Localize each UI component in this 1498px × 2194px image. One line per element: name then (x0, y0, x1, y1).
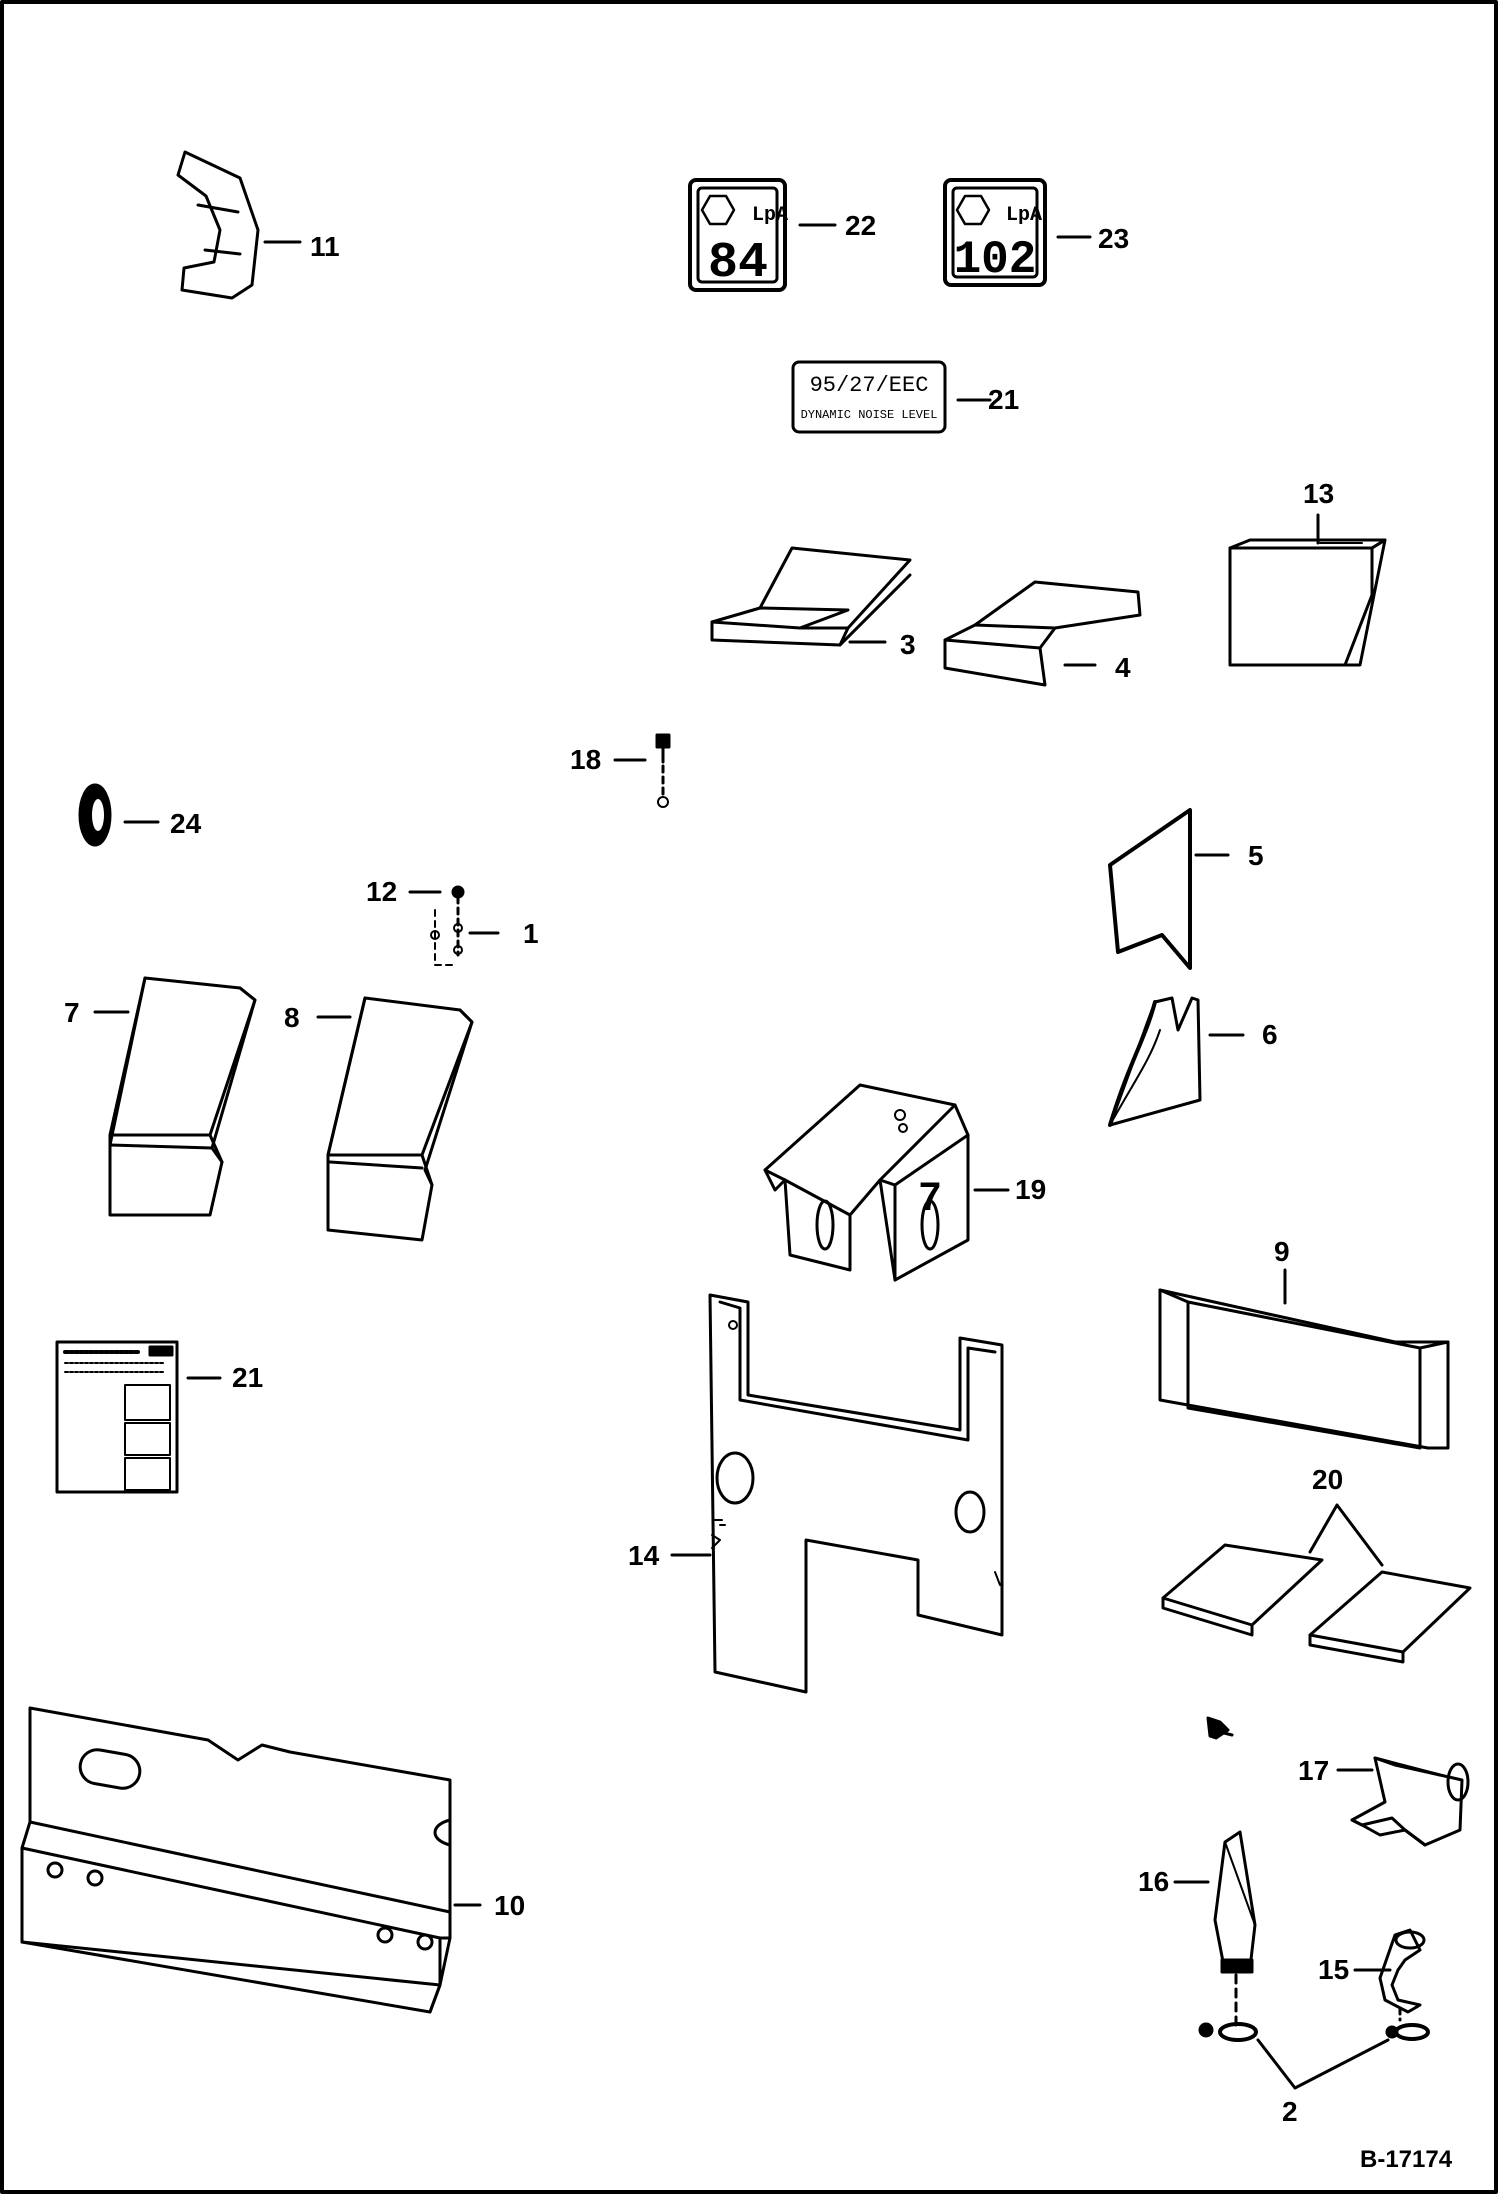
part-24-grommet (78, 783, 160, 847)
callout-16: 16 (1138, 1866, 1170, 1897)
part-3-pad (710, 546, 912, 647)
callout-9: 9 (1274, 1236, 1290, 1267)
part-9-pad (1158, 1268, 1450, 1450)
part-2-leader (1256, 2038, 1390, 2090)
part-20-pads (1161, 1503, 1472, 1664)
decal-21-upper: 95/27/EEC DYNAMIC NOISE LEVEL (791, 360, 992, 434)
part-8-pad (316, 996, 474, 1242)
callout-12: 12 (366, 876, 398, 907)
decal-21-line2: DYNAMIC NOISE LEVEL (801, 408, 938, 422)
callout-3: 3 (900, 629, 916, 660)
part-17-housing (1206, 1716, 1470, 1847)
part-11-curved-pad (176, 150, 302, 300)
part-13-block (1228, 513, 1387, 667)
callout-24: 24 (170, 808, 202, 839)
decal-23-number: 102 (954, 234, 1037, 286)
part-19-bracket: 7 (763, 1083, 1010, 1282)
callout-2: 2 (1282, 2096, 1298, 2127)
decal-22-number: 84 (708, 235, 768, 292)
decal-21-line1: 95/27/EEC (810, 373, 929, 398)
callout-8: 8 (284, 1002, 300, 1033)
callout-17: 17 (1298, 1755, 1330, 1786)
callout-14: 14 (628, 1540, 660, 1571)
callout-23: 23 (1098, 223, 1130, 254)
part-4-pad (943, 580, 1142, 687)
part-7-pad (93, 976, 257, 1217)
part-10-panel (20, 1706, 482, 2014)
decal-23-symbol: LpA (1006, 204, 1042, 227)
callout-1: 1 (523, 918, 539, 949)
callout-5: 5 (1248, 840, 1264, 871)
callout-10: 10 (494, 1890, 526, 1921)
part-12-1-fasteners (408, 885, 500, 966)
part-19-mark: 7 (919, 1175, 941, 1219)
callout-20: 20 (1312, 1464, 1344, 1495)
callout-13: 13 (1303, 478, 1335, 509)
part-14-plate (670, 1293, 1004, 1694)
callout-18: 18 (570, 744, 602, 775)
callout-21-lower: 21 (232, 1362, 264, 1393)
drawing-id: B-17174 (1360, 2146, 1453, 2173)
part-6-pad (1108, 996, 1245, 1127)
callout-19: 19 (1015, 1174, 1047, 1205)
decal-23: LpA 102 (943, 178, 1092, 287)
decal-22: LpA 84 (688, 178, 837, 292)
callout-15: 15 (1318, 1954, 1350, 1985)
callout-4: 4 (1115, 652, 1131, 683)
callout-6: 6 (1262, 1019, 1278, 1050)
callout-7: 7 (64, 997, 80, 1028)
callout-21-upper: 21 (988, 384, 1020, 415)
callout-22: 22 (845, 210, 877, 241)
decal-22-symbol: LpA (752, 204, 788, 227)
part-5-pad (1108, 808, 1230, 970)
part-16-tailpipe (1173, 1830, 1258, 2042)
callout-11: 11 (310, 231, 340, 262)
decal-21-lower (55, 1340, 222, 1494)
part-18-screw (613, 733, 671, 808)
part-15-elbow (1353, 1928, 1430, 2041)
